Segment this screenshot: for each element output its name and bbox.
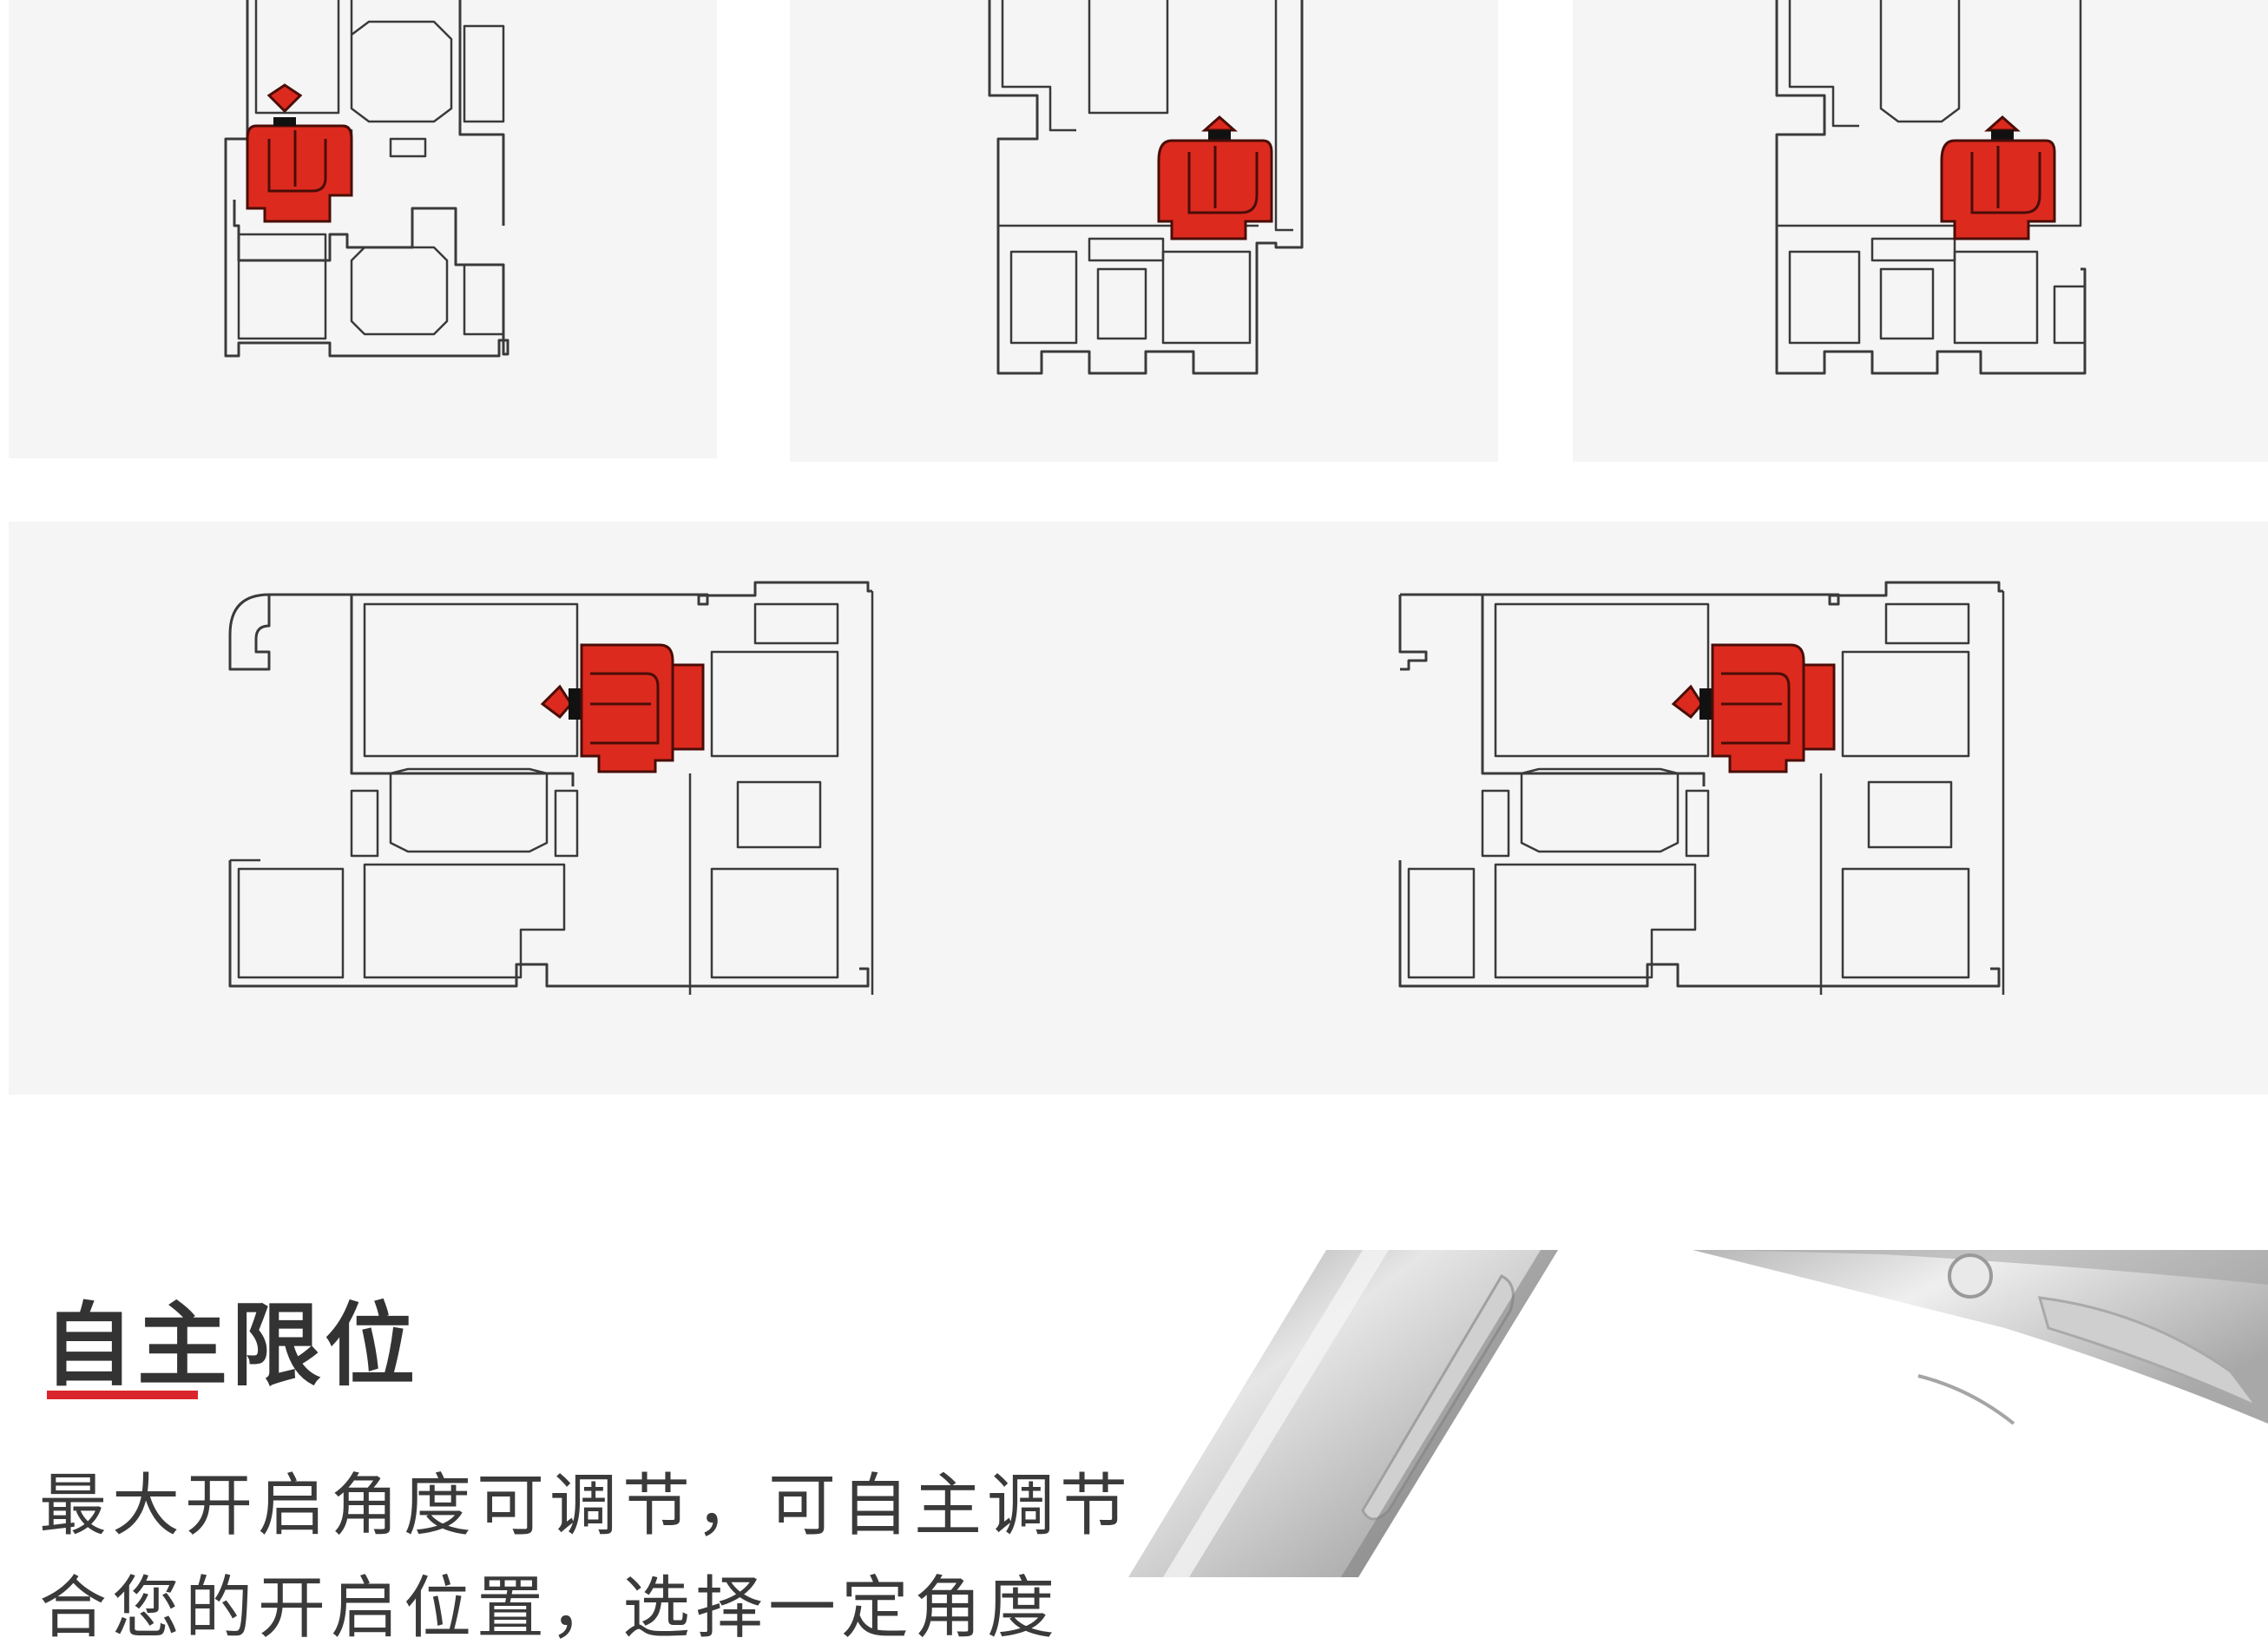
product-photo	[1102, 1250, 2268, 1577]
profile-diagram-1	[224, 0, 509, 358]
rivet-icon	[1948, 1253, 1993, 1299]
hinge-block-1	[246, 83, 353, 223]
profile-diagram-3	[1775, 0, 2087, 375]
profile-panel-large	[9, 522, 2268, 1095]
limit-arm-right	[1693, 1250, 2268, 1425]
profile-diagram-5	[1398, 581, 2005, 995]
feature-description-line-2: 合您的开启位置，选择一定角度	[39, 1569, 1061, 1648]
profile-diagram-2	[988, 0, 1304, 375]
profile-panel-2	[790, 0, 1498, 462]
hinge-block-3	[1940, 115, 2056, 240]
hinge-block-2	[1157, 115, 1273, 240]
profile-diagram-4	[228, 581, 874, 995]
profile-panel-1	[9, 0, 717, 458]
feature-title: 自主限位	[43, 1293, 419, 1398]
hinge-block-5	[1671, 643, 1836, 773]
limit-arm-left	[1128, 1250, 1558, 1577]
hinge-block-4	[540, 643, 705, 773]
profile-panel-3	[1573, 0, 2268, 462]
title-underline	[47, 1391, 198, 1399]
feature-description-line-1: 最大开启角度可调节，可自主调节	[39, 1467, 1134, 1545]
